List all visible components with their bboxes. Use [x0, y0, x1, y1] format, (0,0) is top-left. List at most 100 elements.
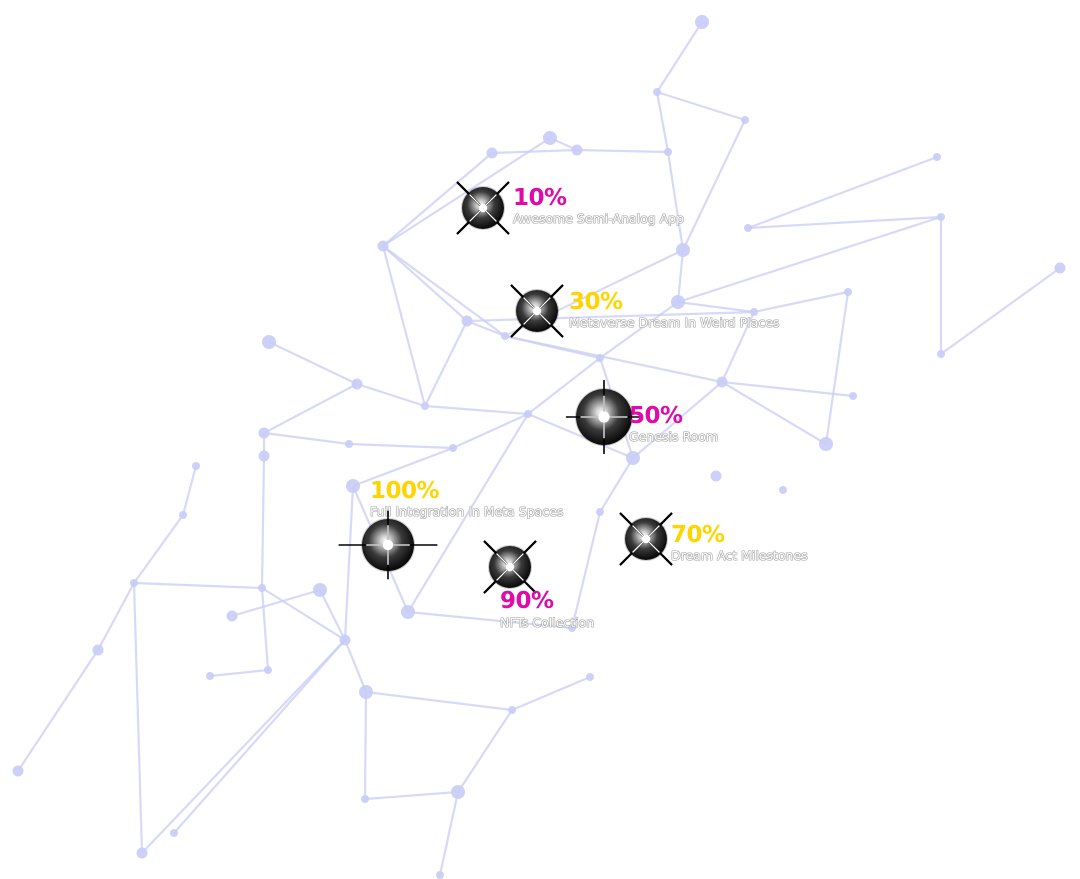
network-edge	[348, 442, 454, 450]
network-edge	[260, 587, 270, 671]
network-edge	[666, 151, 685, 251]
milestone-percent: 10%	[513, 185, 567, 211]
network-edge	[466, 310, 755, 323]
network-node	[449, 444, 457, 452]
network-node	[262, 335, 276, 349]
network-edge	[656, 21, 703, 93]
network-node	[258, 450, 270, 462]
milestone-percent: 30%	[569, 289, 623, 315]
network-edge	[677, 215, 942, 304]
network-edge	[940, 267, 1061, 355]
network-node	[361, 795, 369, 803]
network-node	[596, 508, 604, 516]
network-edge	[424, 404, 529, 416]
network-node	[170, 829, 178, 837]
network-node	[750, 308, 758, 316]
network-node	[664, 148, 672, 156]
milestone-description: Awesome Semi-Analog App	[513, 211, 685, 226]
network-node	[653, 88, 661, 96]
network-node	[136, 847, 148, 859]
network-edge	[599, 301, 679, 359]
network-edge	[263, 383, 358, 434]
network-edge	[173, 639, 346, 834]
network-node	[671, 295, 685, 309]
network-node	[844, 288, 852, 296]
network-edge	[527, 412, 634, 460]
network-node	[744, 224, 752, 232]
network-edge	[364, 790, 459, 801]
network-edge	[570, 511, 602, 629]
network-node	[695, 15, 709, 29]
network-node	[501, 332, 509, 340]
network-node	[676, 243, 690, 257]
network-edge	[263, 431, 350, 446]
network-edge	[438, 791, 460, 876]
network-node	[192, 462, 200, 470]
network-edge	[365, 690, 513, 712]
network-edge	[576, 148, 669, 154]
network-edge	[343, 639, 368, 693]
network-node	[339, 634, 351, 646]
network-edge	[424, 320, 468, 407]
network-node	[710, 470, 722, 482]
network-node	[779, 486, 787, 494]
network-node	[130, 579, 138, 587]
network-node	[486, 147, 498, 159]
network-node	[1054, 262, 1066, 274]
network-edge	[343, 485, 355, 641]
network-edge	[721, 380, 854, 398]
network-node	[849, 392, 857, 400]
network-edge	[511, 675, 591, 712]
network-edge	[352, 446, 454, 488]
milestone-percent: 100%	[370, 478, 440, 504]
star-orb-icon	[565, 380, 643, 454]
network-edge	[181, 465, 198, 516]
network-node	[819, 437, 833, 451]
star-orb-icon	[338, 510, 438, 580]
network-node	[351, 378, 363, 390]
network-edge	[753, 290, 849, 314]
network-node	[359, 685, 373, 699]
milestone-description: Genesis Room	[629, 429, 719, 444]
network-edge	[599, 457, 634, 513]
network-edge	[457, 709, 513, 793]
network-edge	[747, 155, 938, 230]
network-node	[626, 451, 640, 465]
network-edge	[268, 341, 358, 385]
milestone-description: Dream Act Milestones	[671, 548, 808, 563]
network-edge	[319, 589, 346, 641]
star-orb-icon	[619, 512, 673, 566]
network-node	[586, 673, 594, 681]
network-node	[436, 871, 444, 879]
network-edge	[407, 610, 573, 630]
network-edge	[356, 382, 426, 408]
network-edge	[656, 90, 746, 122]
network-node	[345, 440, 353, 448]
network-node	[937, 350, 945, 358]
milestone-percent: 50%	[629, 403, 683, 429]
network-edge	[655, 91, 670, 153]
network-edge	[676, 249, 685, 303]
network-node	[568, 624, 576, 632]
network-edge	[141, 639, 346, 854]
network-edge	[824, 291, 850, 445]
network-node	[716, 376, 728, 388]
network-node	[741, 116, 749, 124]
network-edge	[231, 588, 321, 618]
network-node	[933, 153, 941, 161]
network-node	[524, 410, 532, 418]
network-edge	[504, 334, 723, 384]
milestone-percent: 90%	[500, 588, 554, 614]
network-node	[12, 765, 24, 777]
milestone-description: NFTs Collection	[500, 615, 595, 630]
network-node	[571, 144, 583, 156]
network-edge	[133, 514, 184, 584]
network-node	[258, 427, 270, 439]
network-node	[258, 584, 266, 592]
network-node	[377, 240, 389, 252]
star-orb-icon	[510, 284, 564, 338]
network-edge	[382, 245, 506, 337]
network-edge	[133, 581, 263, 590]
network-edge	[17, 649, 99, 772]
